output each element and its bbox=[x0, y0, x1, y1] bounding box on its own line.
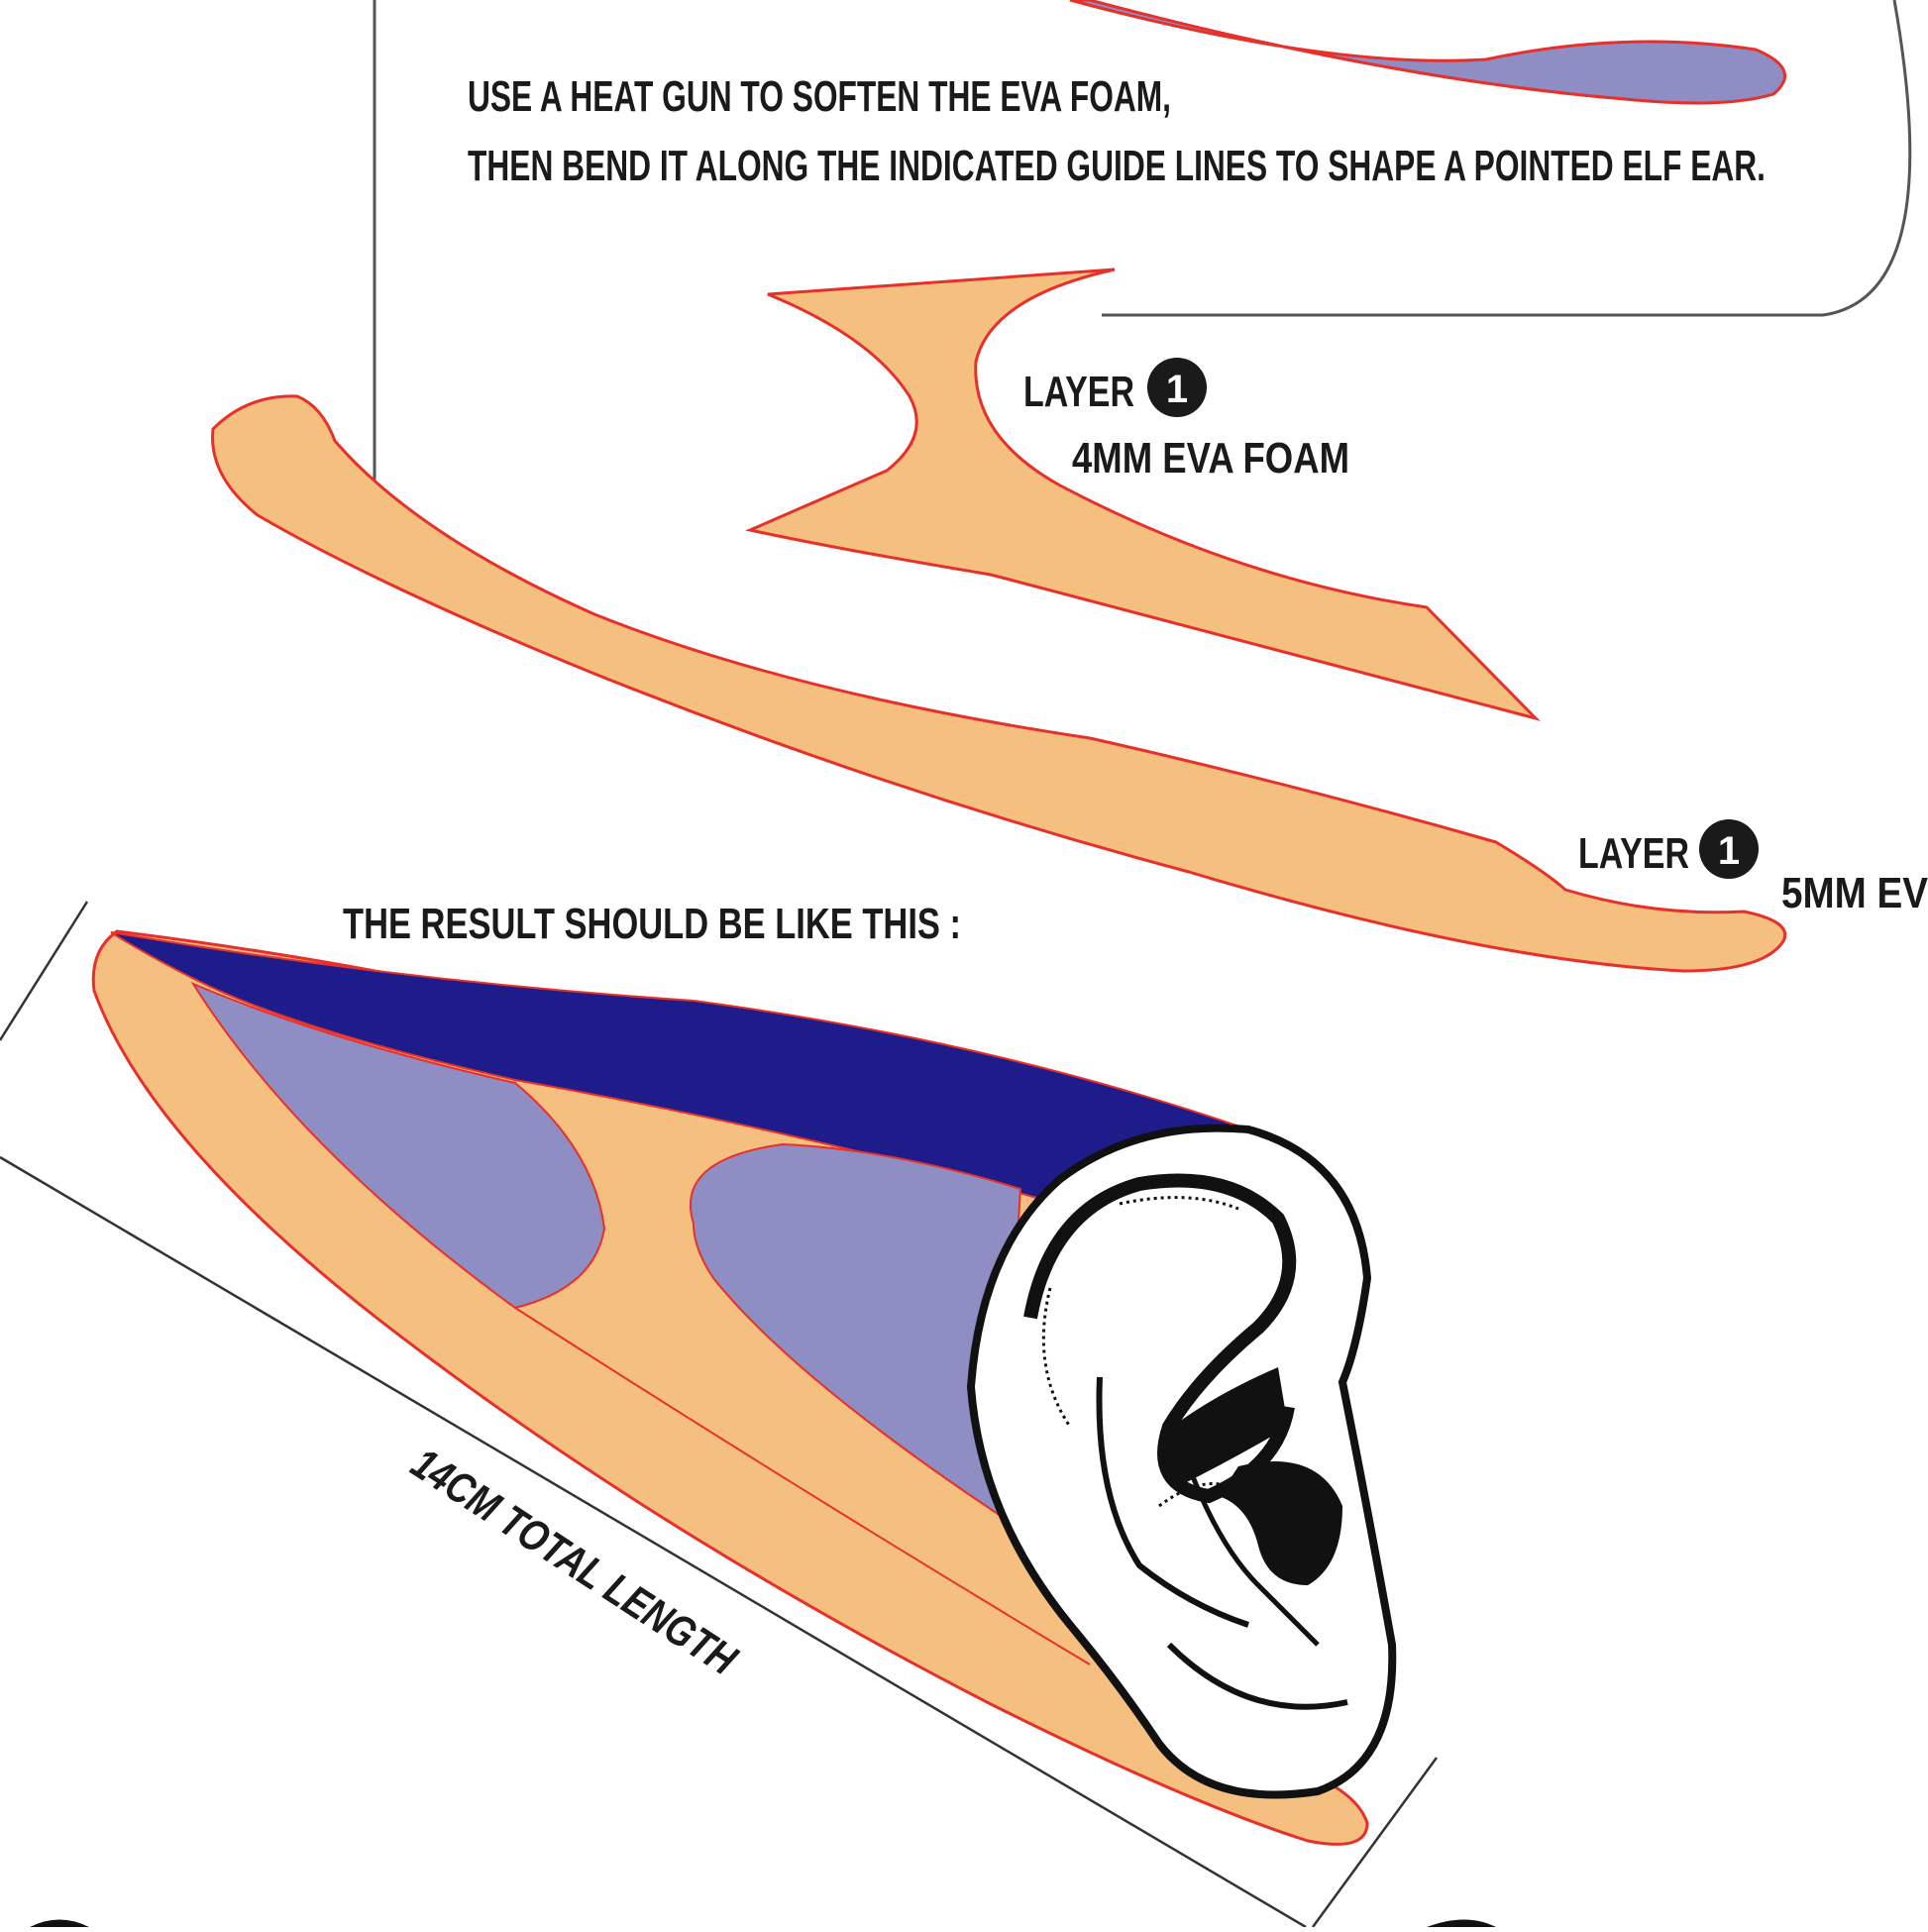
layer-1-label: LAYER bbox=[1023, 368, 1134, 416]
layer-2-badge-number: 1 bbox=[1718, 829, 1740, 873]
layer-2-badge: 1 bbox=[1699, 819, 1759, 879]
human-ear-icon bbox=[966, 1124, 1397, 1799]
layer-2-label: LAYER bbox=[1578, 829, 1689, 878]
cropped-shape-right bbox=[1427, 1919, 1496, 1927]
layer-1-material: 4MM EVA FOAM bbox=[1072, 434, 1349, 483]
layer-1-badge: 1 bbox=[1147, 358, 1207, 417]
cropped-shape-left bbox=[30, 1919, 89, 1927]
assembled-ear-lavender-panel-left bbox=[190, 981, 606, 1310]
foam-seam-line bbox=[514, 1307, 1091, 1665]
layer-5mm-strip bbox=[211, 394, 1786, 973]
layer-1-badge-number: 1 bbox=[1166, 368, 1188, 411]
instruction-line-2: THEN BEND IT ALONG THE INDICATED GUIDE L… bbox=[468, 142, 1766, 190]
dimension-lines bbox=[0, 901, 1439, 1929]
instruction-frame bbox=[373, 0, 1912, 481]
top-lavender-piece bbox=[1069, 0, 1786, 105]
result-caption: THE RESULT SHOULD BE LIKE THIS : bbox=[343, 900, 961, 948]
assembled-ear-lavender-panel-right bbox=[689, 1142, 1022, 1518]
layer-2-material: 5MM EV bbox=[1781, 869, 1928, 917]
layer-4mm-piece bbox=[745, 268, 1541, 721]
instruction-line-1: USE A HEAT GUN TO SOFTEN THE EVA FOAM, bbox=[468, 72, 1171, 121]
